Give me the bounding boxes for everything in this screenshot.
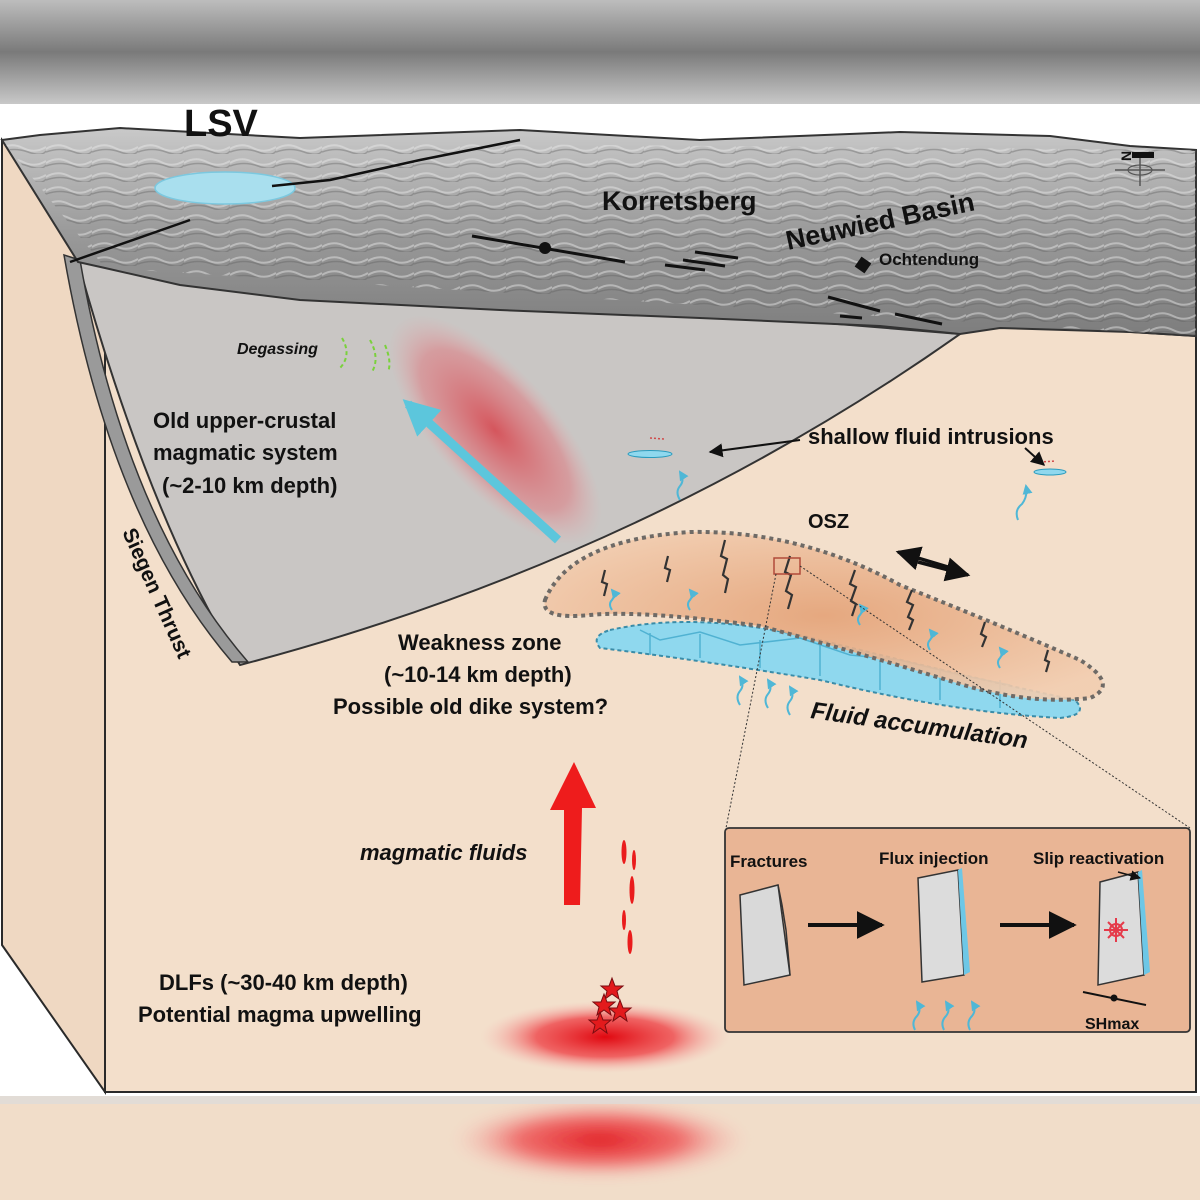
earthquake-burst-icon <box>1104 918 1128 942</box>
inset-slip-reactivation-label: Slip reactivation <box>1033 849 1164 868</box>
siegen-thrust-fault <box>63 253 250 663</box>
flux-injection-block <box>917 869 965 983</box>
lsv-label: LSV <box>184 103 259 145</box>
magmatic-fluids-arrow <box>550 762 596 905</box>
surface-fault-line <box>69 218 191 264</box>
degassing-label: Degassing <box>237 341 318 358</box>
blurred-top-band <box>0 0 1200 104</box>
dlfs-line-1: DLFs (~30-40 km depth) <box>159 970 408 995</box>
north-label: N <box>1118 151 1134 161</box>
shallow-fluid-pointer <box>708 439 801 458</box>
degassing-marks <box>339 337 391 373</box>
weakness-zone-line-2: (~10-14 km depth) <box>384 662 572 687</box>
ochtendung-label: Ochtendung <box>879 250 979 269</box>
old-magma-plume <box>388 315 602 545</box>
fluid-migration-arrow <box>402 399 562 544</box>
surface-fault-line <box>271 138 521 188</box>
north-arrow-icon <box>1115 152 1165 186</box>
fluid-intrusion-lens <box>627 450 673 458</box>
old-system-line-3: (~2-10 km depth) <box>162 473 337 498</box>
osz-fracture-marks <box>600 539 1051 673</box>
inset-flux-injection-label: Flux injection <box>879 849 989 868</box>
fluid-intrusion-lens <box>1033 468 1067 476</box>
magma-droplets <box>621 840 636 954</box>
star-icon <box>587 976 633 1035</box>
dlfs-line-2: Potential magma upwelling <box>138 1002 422 1027</box>
deep-magma-reservoir <box>480 1001 730 1073</box>
fault-dot <box>539 242 551 254</box>
osz-weakness-zone <box>542 529 1105 702</box>
shallow-fluid-label: shallow fluid intrusions <box>808 424 1054 449</box>
inset-shmax-label: SHmax <box>1085 1016 1139 1033</box>
ochtendung-marker-icon <box>854 256 872 274</box>
laacher-see-lake <box>154 171 296 205</box>
magmatic-fluids-label: magmatic fluids <box>360 840 527 865</box>
weakness-zone-line-1: Weakness zone <box>398 630 561 655</box>
korretsberg-label: Korretsberg <box>602 186 757 216</box>
weakness-zone-line-3: Possible old dike system? <box>333 694 608 719</box>
inset-fractures-label: Fractures <box>730 852 807 871</box>
old-system-line-1: Old upper-crustal <box>153 408 336 433</box>
osz-label: OSZ <box>808 511 849 533</box>
old-system-line-2: magmatic system <box>153 440 338 465</box>
shallow-fluid-pointer <box>1024 447 1046 466</box>
